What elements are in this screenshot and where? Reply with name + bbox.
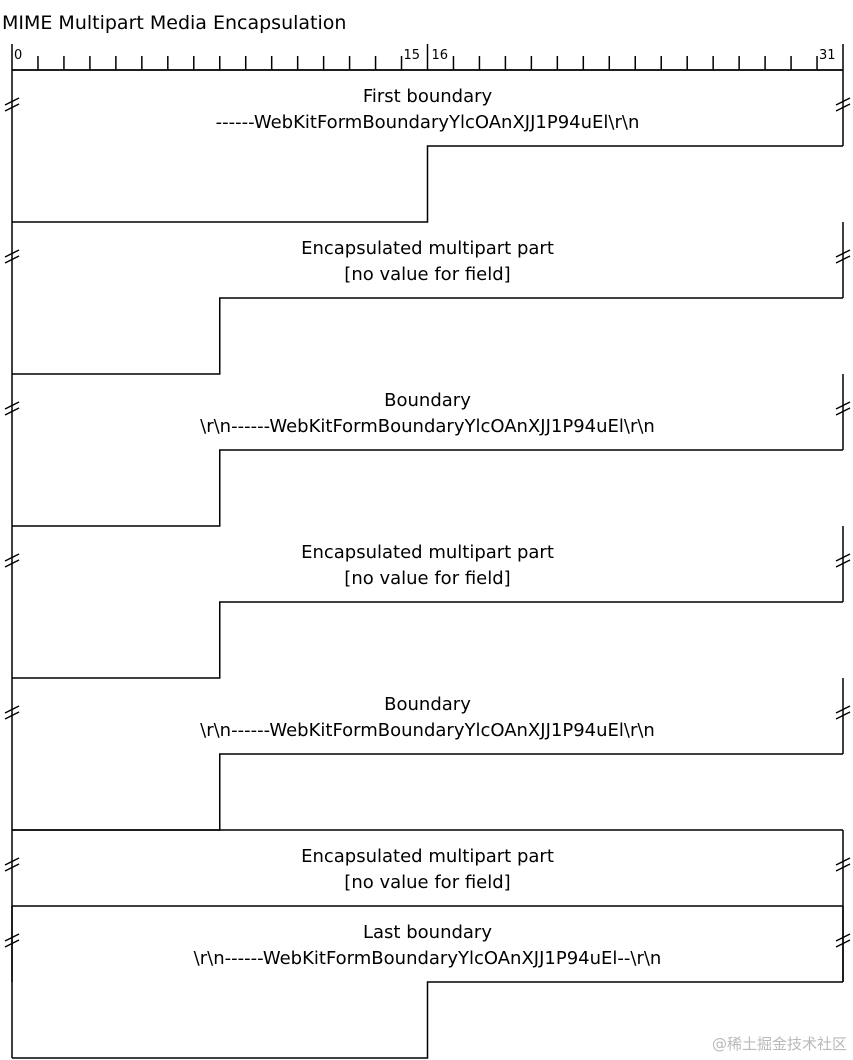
watermark: @稀土掘金技术社区 — [711, 1035, 847, 1053]
field-step-border — [12, 297, 843, 375]
break-mark-right — [835, 401, 851, 410]
field-value: \r\n------WebKitFormBoundaryYlcOAnXJJ1P9… — [194, 948, 662, 969]
field-name: Encapsulated multipart part — [301, 542, 554, 563]
break-mark-left — [4, 863, 20, 872]
break-mark-left — [4, 407, 20, 416]
break-mark-right — [835, 711, 851, 720]
field-name: Boundary — [384, 390, 471, 411]
field-value: [no value for field] — [344, 872, 510, 893]
field-6: Last boundary \r\n------WebKitFormBoundar… — [4, 905, 851, 1059]
field-name: Encapsulated multipart part — [301, 238, 554, 259]
break-mark-right — [835, 939, 851, 948]
break-mark-left — [4, 711, 20, 720]
bit-label-31: 31 — [819, 48, 836, 63]
break-mark-right — [835, 255, 851, 264]
break-mark-left — [4, 559, 20, 568]
break-mark-right — [835, 553, 851, 562]
break-mark-left — [4, 249, 20, 258]
field-4: Boundary \r\n------WebKitFormBoundaryYlcO… — [4, 678, 851, 831]
bit-label-0: 0 — [14, 48, 22, 63]
break-mark-right — [835, 559, 851, 568]
break-mark-right — [835, 97, 851, 106]
field-name: First boundary — [363, 86, 493, 107]
field-name: Boundary — [384, 694, 471, 715]
break-mark-left — [4, 255, 20, 264]
field-value: \r\n------WebKitFormBoundaryYlcOAnXJJ1P9… — [200, 720, 655, 741]
break-mark-left — [4, 705, 20, 714]
break-mark-left — [4, 939, 20, 948]
break-mark-left — [4, 933, 20, 942]
bit-label-16: 16 — [432, 48, 449, 63]
field-step-border — [12, 449, 843, 527]
break-mark-right — [835, 103, 851, 112]
field-step-border — [12, 601, 843, 679]
field-name: Last boundary — [363, 922, 492, 943]
field-value: [no value for field] — [344, 264, 510, 285]
field-step-border — [12, 753, 843, 831]
break-mark-left — [4, 103, 20, 112]
field-value: \r\n------WebKitFormBoundaryYlcOAnXJJ1P9… — [200, 416, 655, 437]
break-mark-left — [4, 97, 20, 106]
diagram-title: MIME Multipart Media Encapsulation — [2, 12, 347, 34]
break-mark-left — [4, 401, 20, 410]
fields-group: First boundary ------WebKitFormBoundaryYl… — [4, 69, 851, 1059]
field-step-border — [12, 981, 843, 1059]
break-mark-left — [4, 553, 20, 562]
break-mark-left — [4, 857, 20, 866]
bit-label-15: 15 — [404, 48, 421, 63]
field-3: Encapsulated multipart part [no value for… — [4, 526, 851, 679]
field-1: Encapsulated multipart part [no value for… — [4, 222, 851, 375]
break-mark-right — [835, 705, 851, 714]
field-value: ------WebKitFormBoundaryYlcOAnXJJ1P94uEl… — [216, 112, 640, 133]
break-mark-right — [835, 407, 851, 416]
field-0: First boundary ------WebKitFormBoundaryYl… — [4, 69, 851, 223]
bit-ruler: 0 15 16 31 — [11, 44, 844, 71]
break-mark-right — [835, 857, 851, 866]
break-mark-right — [835, 933, 851, 942]
field-name: Encapsulated multipart part — [301, 846, 554, 867]
field-value: [no value for field] — [344, 568, 510, 589]
field-step-border — [12, 145, 843, 223]
break-mark-right — [835, 249, 851, 258]
field-2: Boundary \r\n------WebKitFormBoundaryYlcO… — [4, 374, 851, 527]
break-mark-right — [835, 863, 851, 872]
